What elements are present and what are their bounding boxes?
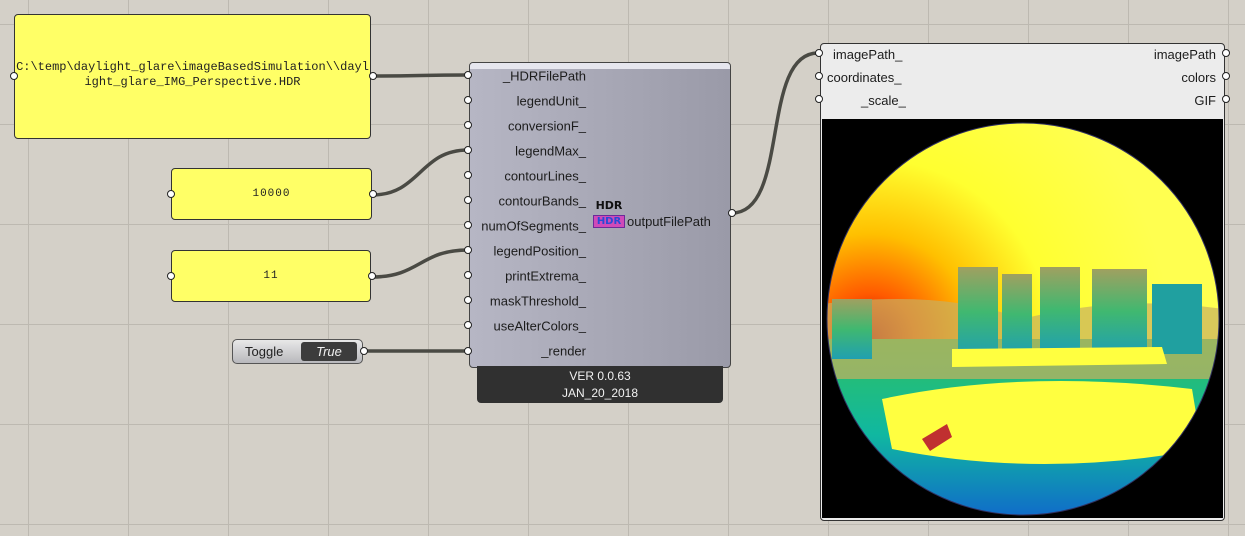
panel-output-grip[interactable]	[369, 190, 377, 198]
viewer-input-imagepath: imagePath_	[833, 47, 903, 62]
input-hdrfilepath: _HDRFilePath	[502, 68, 586, 84]
hdr-icon-bottom-text: HDR	[593, 215, 625, 228]
toggle-value-button[interactable]: True	[301, 342, 357, 361]
hdr-falsecolor-image	[822, 119, 1223, 518]
input-grip-legendposition[interactable]	[464, 246, 472, 254]
input-grip-contourlines[interactable]	[464, 171, 472, 179]
input-grip-contourbands[interactable]	[464, 196, 472, 204]
viewer-input-grip-coordinates[interactable]	[815, 72, 823, 80]
legend-max-value: 10000	[252, 188, 291, 200]
viewer-input-coordinates: coordinates_	[827, 70, 902, 85]
viewer-input-grip-scale[interactable]	[815, 95, 823, 103]
input-legendmax: legendMax_	[515, 143, 586, 159]
viewer-output-gif: GIF	[1194, 93, 1216, 108]
viewer-output-imagepath: imagePath	[1153, 47, 1216, 62]
viewer-output-colors: colors	[1181, 70, 1216, 85]
input-maskthreshold: maskThreshold_	[489, 293, 586, 309]
hdr-component[interactable]: _HDRFilePath legendUnit_ conversionF_ le…	[469, 62, 731, 368]
hdr-icon-top-text: HDR	[595, 199, 623, 212]
input-printextrema: printExtrema_	[505, 268, 586, 284]
viewer-output-grip-gif[interactable]	[1222, 95, 1230, 103]
output-grip-outputfilepath[interactable]	[728, 209, 736, 217]
input-numofsegments: numOfSegments_	[481, 218, 586, 234]
wire-legendposition	[371, 248, 469, 279]
hdr-path-text: C:\temp\daylight_glare\imageBasedSimulat…	[16, 60, 369, 89]
wire-path-to-hdrfilepath	[371, 73, 469, 78]
panel-input-grip[interactable]	[10, 72, 18, 80]
input-conversionf: conversionF_	[507, 118, 586, 134]
input-grip-printextrema[interactable]	[464, 271, 472, 279]
input-grip-hdrfilepath[interactable]	[464, 71, 472, 79]
input-contourlines: contourLines_	[504, 168, 586, 184]
input-grip-legendmax[interactable]	[464, 146, 472, 154]
input-render: _render	[541, 343, 586, 359]
legend-position-panel[interactable]: 11	[171, 250, 371, 302]
legend-position-value: 11	[263, 270, 279, 282]
input-usealtercolors: useAlterColors_	[493, 318, 587, 334]
input-contourbands: contourBands_	[498, 193, 586, 209]
panel-output-grip[interactable]	[368, 272, 376, 280]
panel-output-grip[interactable]	[369, 72, 377, 80]
input-grip-conversionf[interactable]	[464, 121, 472, 129]
viewer-input-scale: _scale_	[861, 93, 906, 108]
toggle-label: Toggle	[245, 344, 284, 359]
version-date: JAN_20_2018	[561, 386, 639, 400]
component-top-edge	[470, 63, 730, 69]
toggle-output-grip[interactable]	[360, 347, 368, 355]
wire-output-to-imagepath	[731, 51, 819, 215]
input-grip-usealtercolors[interactable]	[464, 321, 472, 329]
boolean-toggle[interactable]: Toggle True	[232, 339, 363, 364]
input-grip-legendunit[interactable]	[464, 96, 472, 104]
input-legendunit: legendUnit_	[516, 93, 586, 109]
input-legendposition: legendPosition_	[493, 243, 586, 259]
version-text: VER 0.0.63	[569, 369, 631, 383]
image-viewer-component[interactable]: imagePath_ coordinates_ _scale_ imagePat…	[820, 43, 1225, 521]
input-grip-maskthreshold[interactable]	[464, 296, 472, 304]
input-grip-numofsegments[interactable]	[464, 221, 472, 229]
panel-input-grip[interactable]	[167, 190, 175, 198]
input-grip-render[interactable]	[464, 347, 472, 355]
wire-legendmax	[371, 148, 469, 197]
legend-max-panel[interactable]: 10000	[171, 168, 372, 220]
output-outputfilepath: outputFilePath	[627, 214, 711, 229]
hdr-component-icon: HDR HDR	[593, 199, 625, 229]
panel-input-grip[interactable]	[167, 272, 175, 280]
viewer-output-grip-colors[interactable]	[1222, 72, 1230, 80]
component-version-banner: VER 0.0.63 JAN_20_2018	[477, 366, 723, 403]
hdr-path-panel[interactable]: C:\temp\daylight_glare\imageBasedSimulat…	[14, 14, 371, 139]
viewer-input-grip-imagepath[interactable]	[815, 49, 823, 57]
viewer-output-grip-imagepath[interactable]	[1222, 49, 1230, 57]
